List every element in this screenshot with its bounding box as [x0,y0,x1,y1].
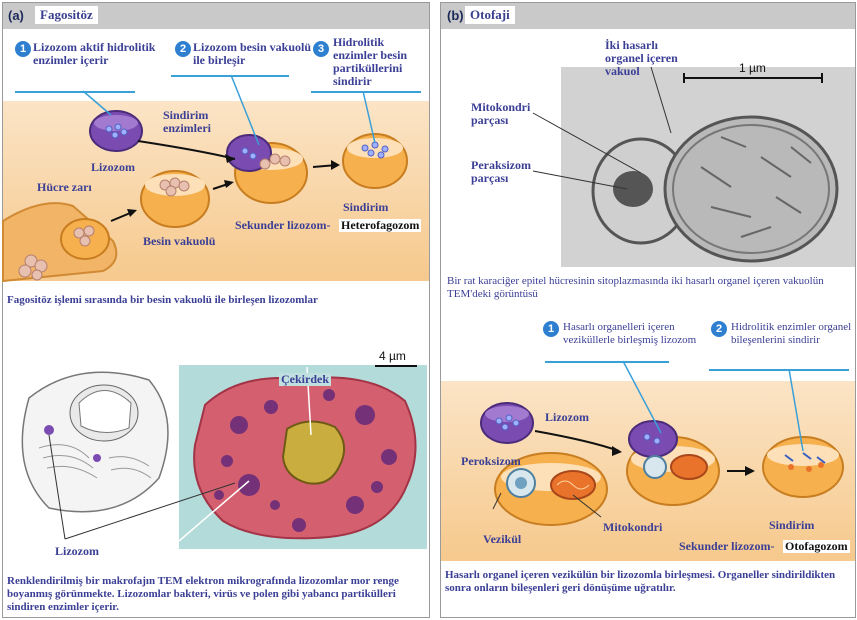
caption-tem: Bir rat karaciğer epitel hücresinin sito… [447,275,851,301]
label-sekunder-b: Sekunder lizozom- [679,540,774,553]
panel-otofaji: (b) Otofaji İki hasarlı organel içeren v… [440,2,856,618]
label-sindirim-b: Sindirim [769,519,814,532]
step-b2-text: Hidrolitik enzimler organel bileşenlerin… [731,321,855,347]
step-b1-text: Hasarlı organelleri içeren veziküllerle … [563,321,699,347]
label-otofagozom: Otofagozom [783,540,850,553]
step-b1-badge: 1 [543,321,559,337]
step-b2-badge: 2 [711,321,727,337]
label-vezikul: Vezikül [483,533,521,546]
caption-macrophage: Renklendirilmiş bir makrofajın TEM elekt… [7,575,425,614]
lizozom-pointers [3,3,429,617]
label-lizozom-b: Lizozom [545,411,589,424]
tem-pointers [441,3,855,303]
label-lizozom-micro: Lizozom [55,545,99,558]
panel-fagositoz: (a) Fagositöz 1 Lizozom aktif hidrolitik… [2,2,430,618]
caption-otofaji: Hasarlı organel içeren vezikülün bir liz… [445,569,849,595]
step-b1-line [545,361,669,363]
step-b2-line [709,369,849,371]
label-mitokondri: Mitokondri [603,521,662,534]
label-peroksizom: Peroksizom [461,455,521,468]
